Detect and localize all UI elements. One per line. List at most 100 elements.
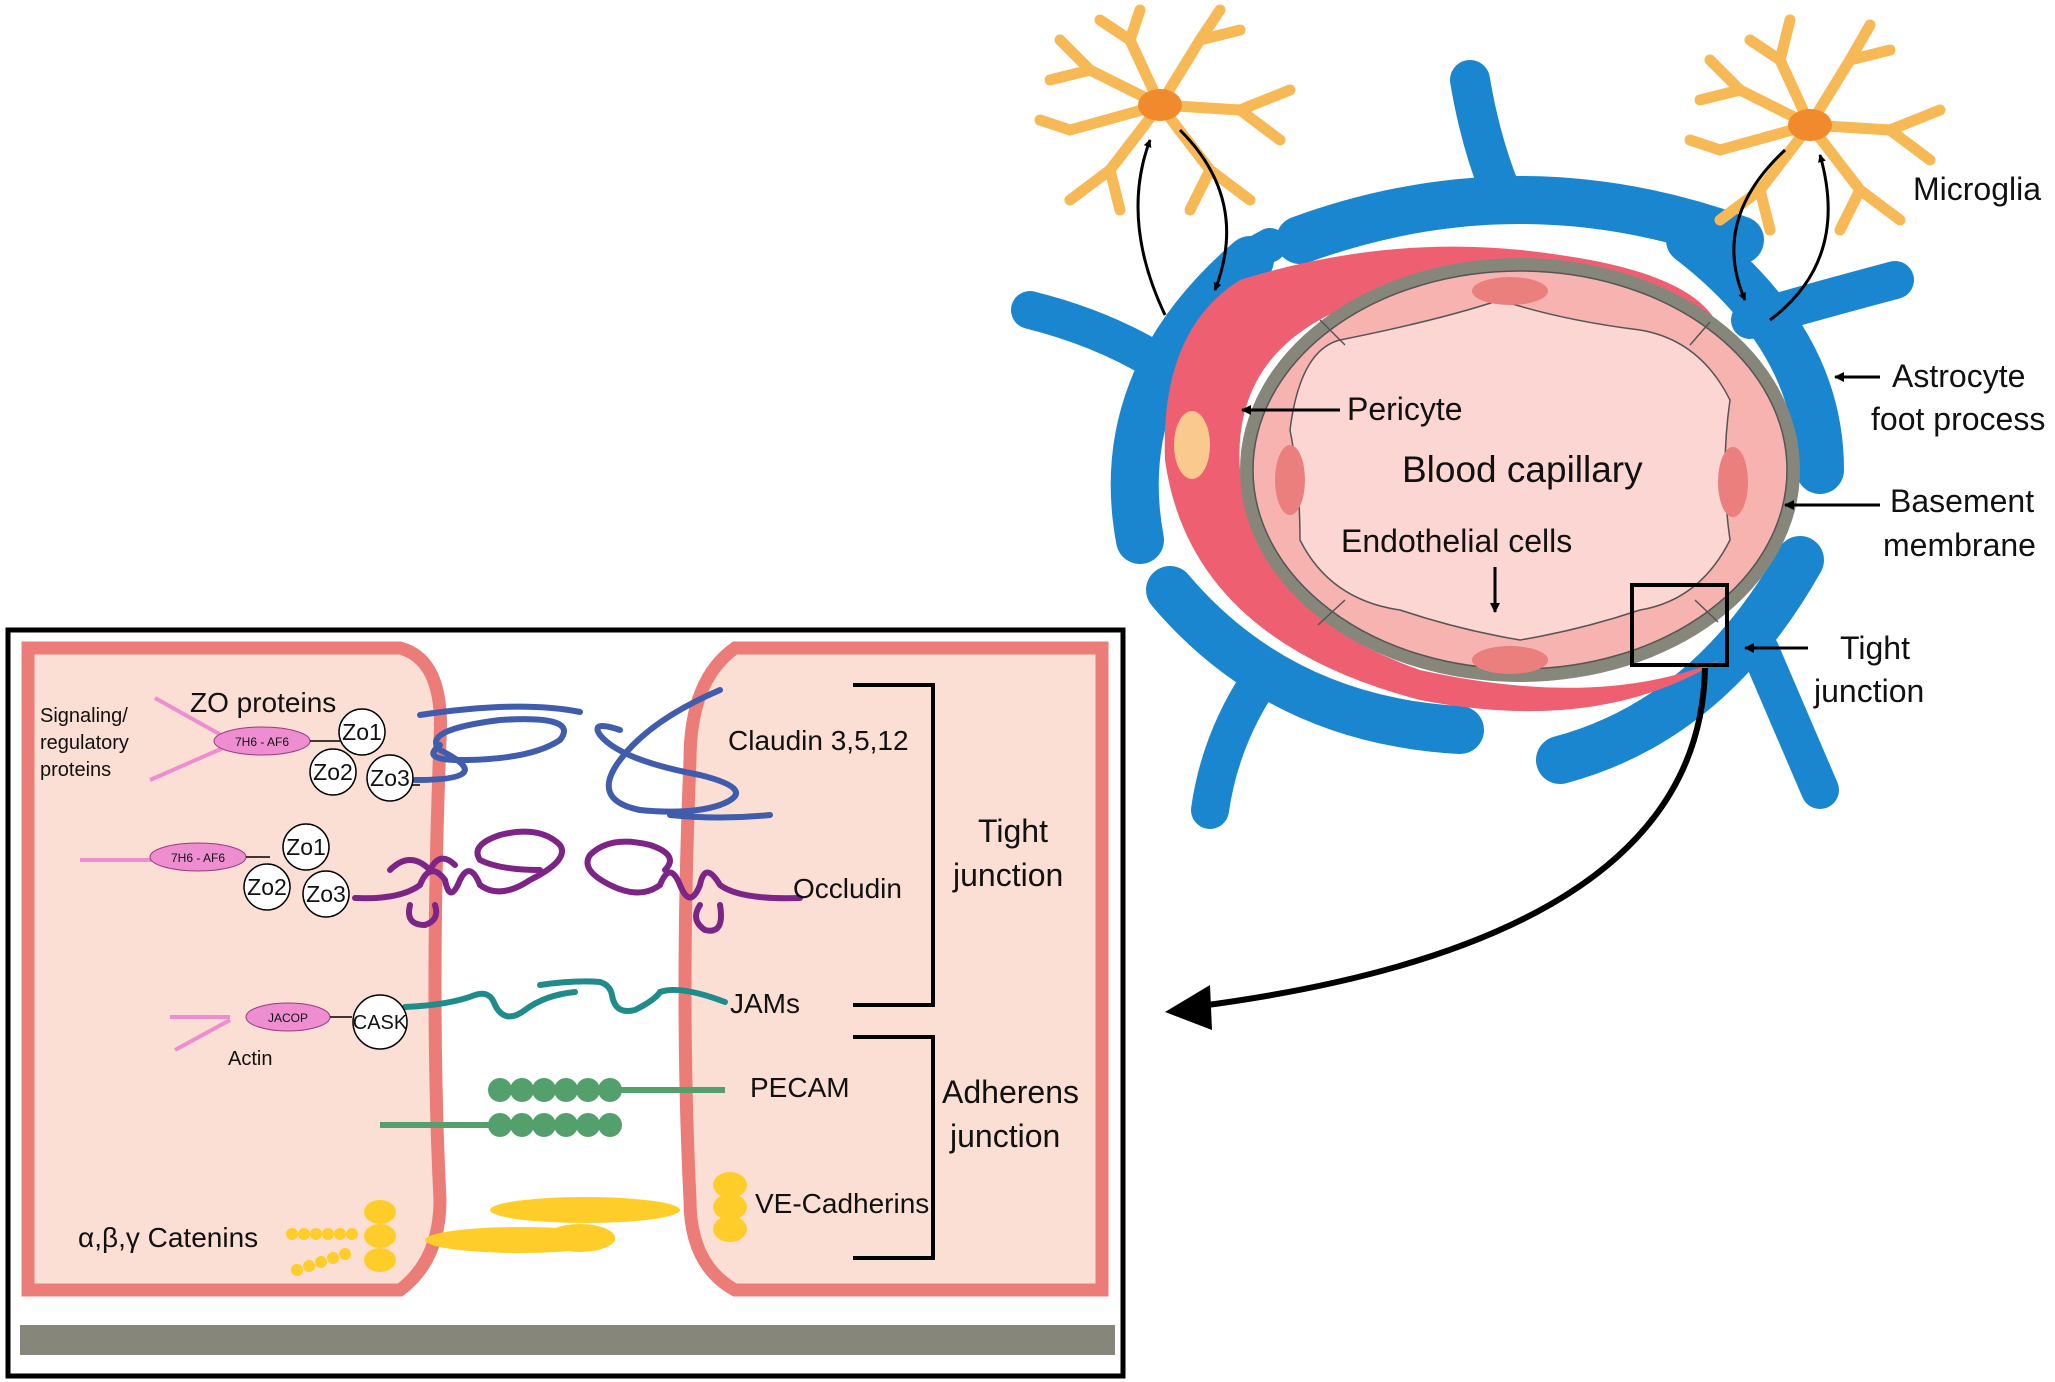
claudin-strand [667,812,773,821]
jams-label: JAMs [730,988,800,1019]
cadherin-bead [364,1248,396,1272]
actin-label: Actin [228,1048,272,1070]
blood-capillary-label: Blood capillary [1402,449,1643,490]
zo3-label-b: Zo3 [306,881,346,907]
occludin-label: Occludin [793,873,902,904]
cadherin-bead [364,1200,396,1224]
jams-strands [402,978,728,1020]
catenin-bead [303,1260,315,1272]
tight-inset-label-1: Tight [978,813,1048,849]
catenin-bead [327,1252,339,1264]
cadherin-rod [490,1197,680,1223]
endothelial-nucleus [1472,277,1548,305]
catenin-bead [315,1256,327,1268]
microglia-label: Microglia [1913,171,2041,207]
pericyte-nucleus [1174,411,1210,479]
signaling-label-1: Signaling/ [40,705,128,727]
catenin-chains [286,1228,358,1276]
zo3-label-a: Zo3 [370,765,410,791]
occludin-strand [406,902,440,929]
microglia-right [1684,14,1946,236]
ve-cadherins [364,1172,747,1272]
signaling-label-2: regulatory [40,732,129,754]
cadherin-bead [364,1224,396,1248]
astrocyte-lowleft-arc [1146,566,1484,754]
occludin-strands [352,828,803,934]
regulatory-proteins: 7H6 - AF6 7H6 - AF6 JACOP [80,696,331,1052]
astrocyte-lowright-branch [1741,631,1839,809]
arrow-right-up [1769,154,1830,322]
astrocyte-left-branch2 [1203,228,1287,307]
capillary-lumen [1289,299,1731,641]
zoom-arrowhead [1165,985,1212,1030]
endothelial-junctions [1317,319,1719,626]
basement-label-1: Basement [1890,483,2034,519]
cadherin-bead [713,1172,747,1198]
label-arrows [1241,372,1880,653]
left-cell [21,641,447,1297]
microglia-arrows [1136,128,1830,322]
cask-label: CASK [353,1012,408,1034]
claudin-label: Claudin 3,5,12 [728,725,909,756]
catenin-bead [291,1264,303,1276]
catenin-bead [298,1228,310,1240]
tight-junction-box [1630,583,1729,667]
catenin-bead [339,1248,351,1260]
pecam-bead [554,1113,578,1137]
catenin-bead [286,1228,298,1240]
catenins-label: α,β,γ Catenins [78,1222,258,1253]
zo-circles [243,708,414,1050]
pecam-bead [554,1078,578,1102]
ve-cadherins-label: VE-Cadherins [755,1188,929,1219]
tight-junction-bracket [853,683,935,1007]
pecam-bead [510,1113,534,1137]
arrow-left-down [1178,128,1229,291]
occludin-strand [584,838,803,902]
microglia-right-nucleus [1788,109,1832,141]
junction-line [1689,321,1711,346]
adherens-label-2: junction [949,1118,1060,1154]
pecam-bead [576,1078,600,1102]
tight-junction-label-2: junction [1813,673,1924,709]
inset-basement [20,1325,1115,1355]
jam-strand [402,989,578,1020]
pecam [380,1078,725,1137]
basement-label-2: membrane [1883,527,2036,563]
arrow-right-down [1732,148,1787,301]
signaling-label-3: proteins [40,759,111,781]
junction-line [1317,599,1346,626]
astrocyte-lowright-arc [1536,536,1824,784]
junction-brackets [853,683,935,1260]
endothelial-nuclei [1275,277,1748,674]
junction-line [1319,319,1346,346]
zo3-circle-b [302,870,350,918]
pecam-bead [510,1078,534,1102]
zo2-label-b: Zo2 [247,874,287,900]
pecam-label: PECAM [750,1072,850,1103]
endothelial-nucleus [1718,447,1748,517]
pecam-bead [532,1078,556,1102]
cadherin-bead [713,1216,747,1242]
cask-circle [352,994,408,1050]
astrocyte-top-stem [1450,60,1520,210]
adherens-label-1: Adherens [942,1074,1079,1110]
adherens-junction-bracket [853,1035,935,1260]
regulatory-chain [154,696,231,742]
jam-strand [537,978,728,1014]
pecam-bead [488,1078,512,1102]
pecam-bead [598,1113,622,1137]
junction-line [1694,599,1719,623]
zo2-circle-b [243,863,291,911]
occludin-strand [387,855,458,876]
microglia-left [1034,4,1296,216]
catenin-bead [346,1228,358,1240]
astrocyte-right-branch [1731,261,1914,339]
pecam-bead [598,1078,622,1102]
zo1-label-a: Zo1 [342,719,382,745]
microglia-left-nucleus [1138,89,1182,121]
tight-inset-label-2: junction [952,857,1063,893]
zo1-circle-b [282,823,330,871]
pecam-bead [532,1113,556,1137]
astrocyte-label-2: foot process [1871,401,2045,437]
